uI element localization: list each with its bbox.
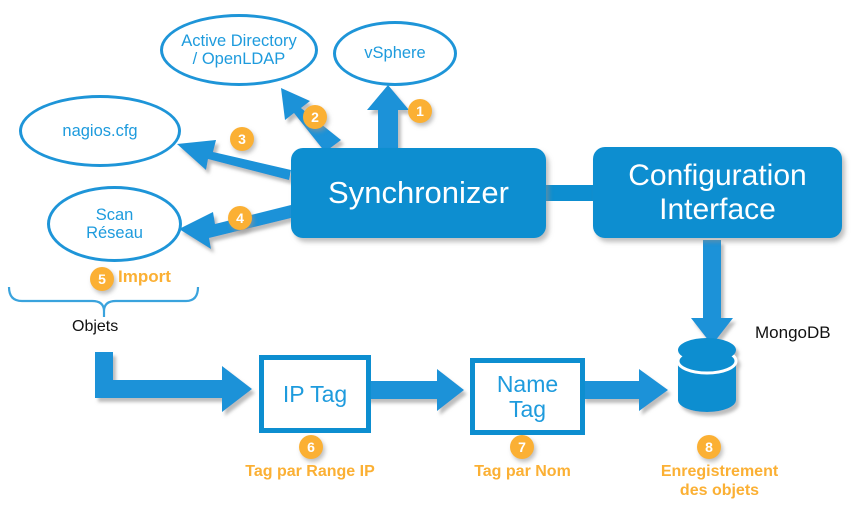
label-mongodb: MongoDB [755, 323, 831, 342]
step-badge-4[interactable]: 4 [228, 206, 252, 230]
step-badge-1[interactable]: 1 [408, 99, 432, 123]
tag-box-ip-tag[interactable]: IP Tag [259, 355, 371, 433]
source-label-nagios: nagios.cfg [62, 121, 138, 140]
database-cylinder-icon [676, 338, 738, 412]
process-box-synchronizer[interactable]: Synchronizer [291, 148, 546, 238]
step-badge-5[interactable]: 5 [90, 267, 114, 291]
tag-box-name-tag[interactable]: Name Tag [470, 358, 585, 435]
process-label-line2: Interface [659, 192, 776, 226]
caption-enregistrement-des-objets: Enregistrement des objets [637, 463, 802, 501]
arrow-config-to-mongodb [691, 240, 733, 345]
step-badge-3[interactable]: 3 [230, 127, 254, 151]
caption-line1: Enregistrement [660, 463, 779, 480]
caption-tag-par-range-ip: Tag par Range IP [245, 463, 375, 480]
source-node-vsphere[interactable]: vSphere [333, 21, 457, 86]
tag-label-line2: Tag [508, 395, 547, 422]
arrow-objets-to-iptag [95, 352, 252, 412]
source-node-active-directory[interactable]: Active Directory / OpenLDAP [160, 14, 318, 86]
arrow-to-nagios [177, 140, 291, 180]
process-label-line1: Configuration [628, 158, 807, 192]
source-label-line1: Scan [95, 205, 134, 224]
step-badge-6[interactable]: 6 [299, 435, 323, 459]
process-label-synchronizer: Synchronizer [328, 174, 509, 210]
arrow-nametag-to-mongodb [582, 369, 668, 411]
step-badge-8[interactable]: 8 [697, 435, 721, 459]
arrow-to-vsphere [367, 85, 409, 152]
process-box-configuration-interface[interactable]: Configuration Interface [593, 147, 842, 238]
caption-import: Import [118, 267, 171, 286]
source-label-line2: / OpenLDAP [192, 50, 286, 68]
step-badge-7[interactable]: 7 [510, 435, 534, 459]
caption-line2: des objets [679, 481, 760, 499]
arrow-iptag-to-nametag [366, 369, 464, 411]
source-label-line1: Active Directory [181, 31, 297, 50]
caption-tag-par-nom: Tag par Nom [474, 463, 571, 480]
source-node-scan-reseau[interactable]: Scan Réseau [47, 186, 182, 262]
tag-label-line1: Name [496, 371, 559, 398]
source-node-nagios[interactable]: nagios.cfg [19, 95, 181, 167]
objets-brace [7, 286, 200, 317]
source-label-vsphere: vSphere [364, 44, 426, 63]
step-badge-2[interactable]: 2 [303, 105, 327, 129]
source-label-line2: Réseau [86, 224, 143, 242]
connector-sync-config [543, 185, 598, 201]
tag-label-ip-tag: IP Tag [282, 380, 348, 407]
label-objets: Objets [72, 318, 119, 335]
